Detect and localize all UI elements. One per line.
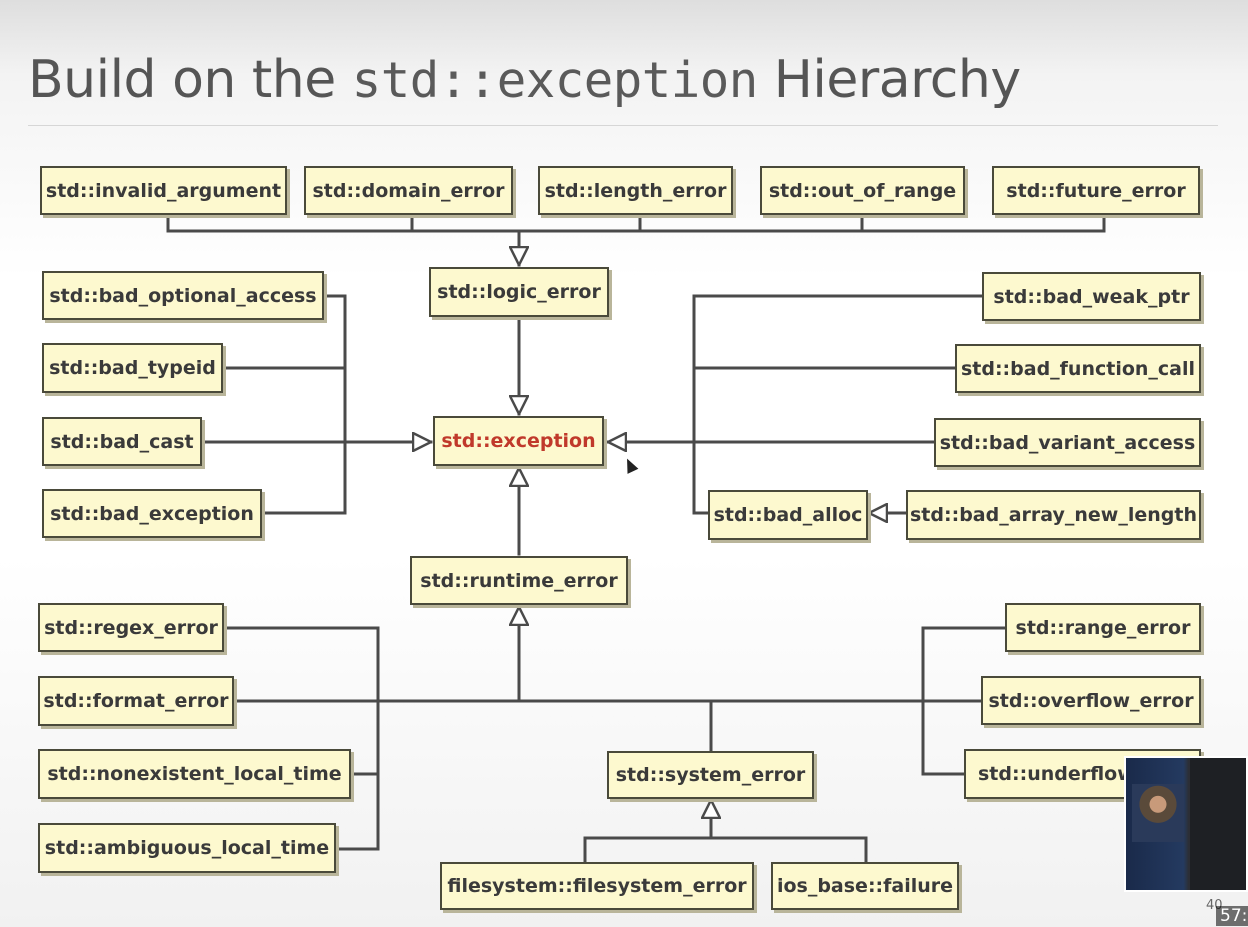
node-overflow-error: std::overflow_error xyxy=(981,676,1201,725)
node-bad-exception: std::bad_exception xyxy=(42,489,262,538)
node-format-error: std::format_error xyxy=(38,676,234,726)
node-system-error: std::system_error xyxy=(607,751,814,799)
node-logic-error: std::logic_error xyxy=(429,267,609,317)
node-bad-function-call: std::bad_function_call xyxy=(955,344,1201,393)
node-range-error: std::range_error xyxy=(1005,603,1201,652)
speaker-video-thumbnail[interactable] xyxy=(1124,756,1248,892)
node-future-error: std::future_error xyxy=(992,166,1200,215)
node-exception-root: std::exception xyxy=(433,416,604,466)
node-invalid-argument: std::invalid_argument xyxy=(40,166,287,215)
edge-left-bus xyxy=(200,294,347,515)
node-length-error: std::length_error xyxy=(538,166,733,215)
edge-system-children-bus xyxy=(583,836,868,863)
edge-logic-children-bus xyxy=(166,212,1106,233)
video-timecode: 57: xyxy=(1216,906,1248,926)
node-bad-optional-access: std::bad_optional_access xyxy=(42,271,324,320)
edge-runtime-right-bus xyxy=(921,626,1006,776)
speaker-image xyxy=(1132,784,1184,842)
edge-runtime-left-bus xyxy=(222,626,380,851)
node-ambiguous-local-time: std::ambiguous_local_time xyxy=(38,823,336,873)
title-prefix: Build on the xyxy=(28,50,352,110)
node-nonexistent-local-time: std::nonexistent_local_time xyxy=(38,749,351,799)
node-bad-cast: std::bad_cast xyxy=(42,417,202,466)
node-bad-alloc: std::bad_alloc xyxy=(708,490,868,540)
video-side-panel xyxy=(1190,758,1246,890)
node-ios-base-failure: ios_base::failure xyxy=(771,862,959,910)
title-code: std::exception xyxy=(351,52,759,109)
node-runtime-error: std::runtime_error xyxy=(410,556,628,605)
slide-title: Build on the std::exception Hierarchy xyxy=(28,50,1021,110)
node-bad-array-new-length: std::bad_array_new_length xyxy=(906,490,1201,540)
edge-right-bus xyxy=(692,294,983,515)
title-suffix: Hierarchy xyxy=(757,50,1021,110)
node-regex-error: std::regex_error xyxy=(38,603,224,652)
title-divider xyxy=(28,125,1218,126)
node-bad-weak-ptr: std::bad_weak_ptr xyxy=(982,272,1201,321)
node-filesystem-error: filesystem::filesystem_error xyxy=(440,862,754,910)
node-bad-variant-access: std::bad_variant_access xyxy=(934,418,1201,467)
node-bad-typeid: std::bad_typeid xyxy=(42,343,223,393)
node-out-of-range: std::out_of_range xyxy=(760,166,965,215)
node-domain-error: std::domain_error xyxy=(304,166,513,215)
